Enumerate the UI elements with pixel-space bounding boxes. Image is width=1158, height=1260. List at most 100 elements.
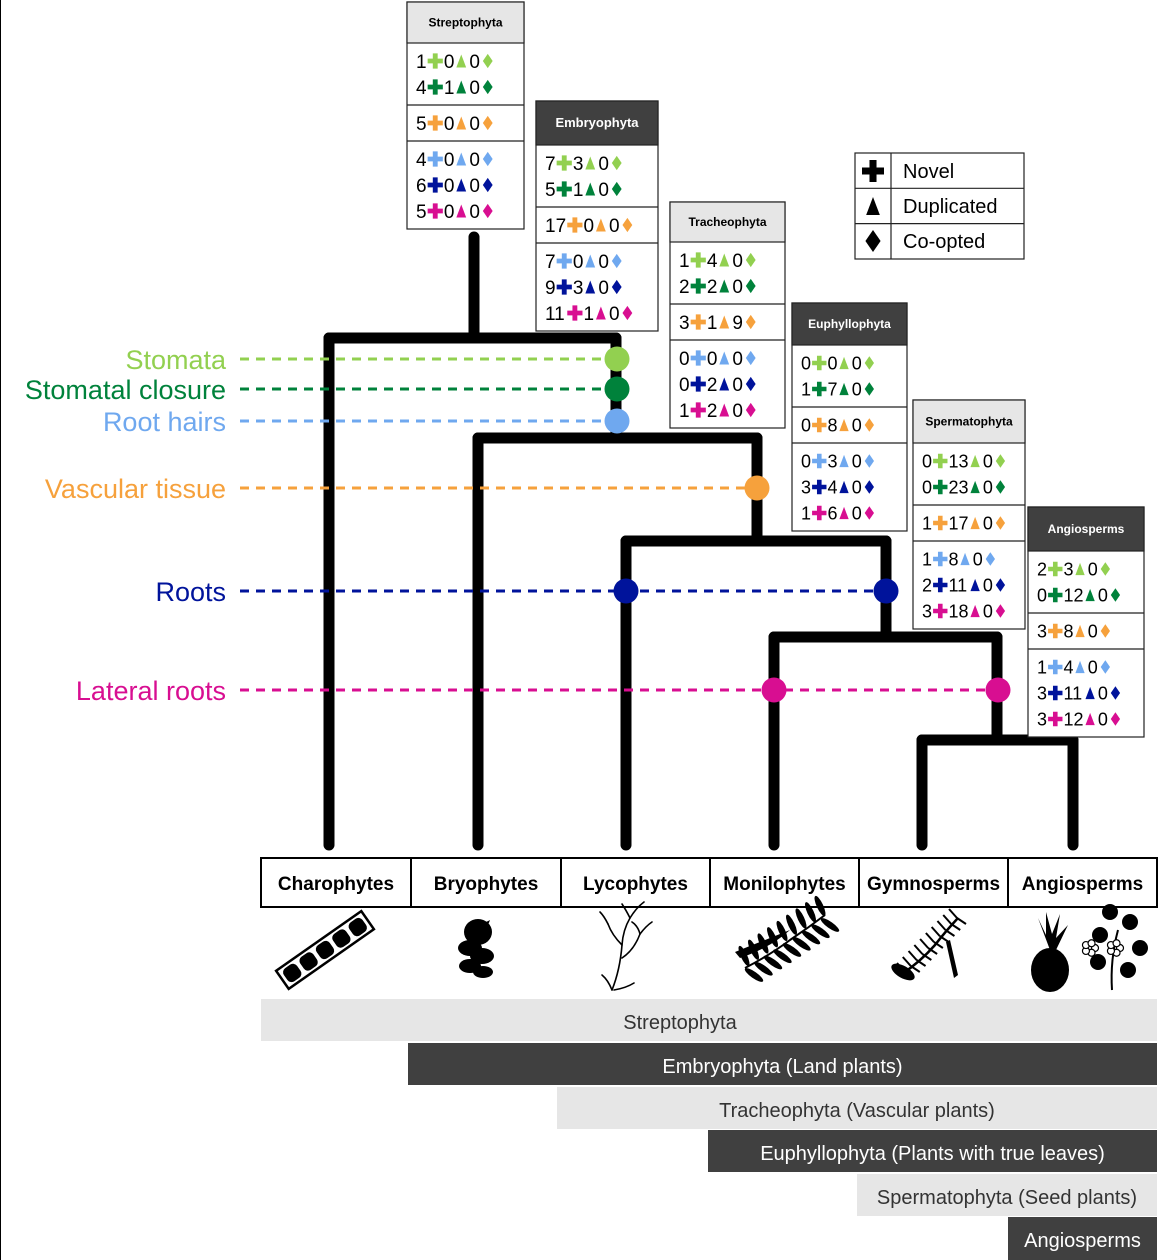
conifer-needle xyxy=(907,950,918,961)
filament-cell xyxy=(299,952,318,971)
coopted-count: 0 xyxy=(732,251,743,272)
coopted-count: 0 xyxy=(983,451,993,471)
conifer-needle xyxy=(910,965,921,973)
conifer-needle xyxy=(925,932,935,943)
novel-count: 7 xyxy=(545,252,556,273)
coopted-diamond-icon xyxy=(864,480,874,494)
clade-bar xyxy=(708,1130,1157,1172)
gene-box-header xyxy=(912,399,1026,444)
duplicated-count: 1 xyxy=(583,304,594,325)
duplicated-triangle-icon xyxy=(585,156,596,170)
duplicated-count: 17 xyxy=(948,513,968,533)
duplicated-triangle-icon xyxy=(839,418,849,432)
novel-plus-icon xyxy=(690,278,706,294)
duplicated-count: 8 xyxy=(827,415,837,435)
novel-count: 1 xyxy=(416,52,427,73)
novel-plus-icon xyxy=(862,160,884,182)
clade-bar-3: Tracheophyta (Vascular plants) xyxy=(557,1087,1157,1129)
novel-count: 4 xyxy=(416,78,427,99)
phylogenetic-tree xyxy=(323,231,1079,851)
novel-count: 3 xyxy=(1037,709,1047,729)
herb-leaf xyxy=(1132,940,1148,956)
duplicated-triangle-icon xyxy=(719,403,730,417)
duplicated-triangle-icon xyxy=(719,351,730,365)
novel-plus-icon xyxy=(690,402,706,418)
conifer-needle xyxy=(933,941,944,949)
coopted-diamond-icon xyxy=(611,155,622,171)
novel-count: 1 xyxy=(922,549,932,569)
clade-bar-2: Embryophyta (Land plants) xyxy=(408,1043,1157,1085)
trait-origin-dot xyxy=(604,408,630,434)
novel-plus-icon xyxy=(427,177,443,193)
novel-plus-icon xyxy=(933,479,948,495)
duplicated-triangle-icon xyxy=(970,578,980,592)
coopted-diamond-icon xyxy=(1110,588,1121,602)
coopted-count: 0 xyxy=(1098,585,1108,605)
coopted-diamond-icon xyxy=(611,181,622,197)
novel-count: 3 xyxy=(1037,683,1047,703)
coopted-count: 0 xyxy=(469,202,480,223)
novel-plus-icon xyxy=(812,453,827,469)
coopted-count: 0 xyxy=(852,353,862,373)
filament-cell xyxy=(348,917,367,937)
novel-plus-icon xyxy=(933,515,948,531)
duplicated-count: 2 xyxy=(707,375,718,396)
trait-label: Vascular tissue xyxy=(45,474,226,504)
coopted-count: 0 xyxy=(469,52,480,73)
trait-roots: Roots xyxy=(155,577,899,607)
novel-plus-icon xyxy=(933,453,948,469)
legend-label: Duplicated xyxy=(903,196,998,218)
novel-plus-icon xyxy=(690,350,706,366)
clade-bar-1: Streptophyta xyxy=(261,999,1157,1041)
coopted-diamond-icon xyxy=(985,552,995,566)
coopted-diamond-icon xyxy=(611,253,622,269)
duplicated-triangle-icon xyxy=(456,80,467,94)
clade-label: Streptophyta xyxy=(623,1012,737,1034)
trait-label: Root hairs xyxy=(103,407,226,437)
clade-label: Embryophyta (Land plants) xyxy=(662,1056,902,1078)
coopted-diamond-icon xyxy=(995,454,1006,468)
coopted-count: 0 xyxy=(469,150,480,171)
gene-box-title: Angiosperms xyxy=(1048,522,1125,536)
clade-label: Angiosperms xyxy=(1024,1230,1141,1252)
novel-plus-icon xyxy=(812,417,827,433)
novel-plus-icon xyxy=(1048,659,1063,675)
moss-leaf xyxy=(470,948,494,964)
coopted-count: 0 xyxy=(973,549,983,569)
novel-count: 9 xyxy=(545,278,556,299)
coopted-diamond-icon xyxy=(995,516,1006,530)
duplicated-triangle-icon xyxy=(839,454,849,468)
coopted-count: 0 xyxy=(469,78,480,99)
novel-plus-icon xyxy=(1048,711,1063,727)
novel-plus-icon xyxy=(1048,587,1063,603)
moss-leaf xyxy=(473,966,493,978)
filament-cell xyxy=(315,940,335,960)
duplicated-triangle-icon xyxy=(839,506,849,520)
novel-count: 0 xyxy=(679,375,690,396)
duplicated-triangle-icon xyxy=(1085,686,1095,700)
duplicated-count: 1 xyxy=(573,180,584,201)
conifer-needle xyxy=(919,938,929,949)
novel-plus-icon xyxy=(690,252,706,268)
coopted-diamond-icon xyxy=(745,350,756,366)
novel-count: 1 xyxy=(801,503,811,523)
fern-pinna xyxy=(792,936,811,951)
conifer-needle xyxy=(939,935,950,943)
novel-count: 1 xyxy=(1037,657,1047,677)
novel-plus-icon xyxy=(567,217,583,233)
coopted-count: 9 xyxy=(732,313,743,334)
legend-label: Novel xyxy=(903,161,954,183)
coopted-count: 0 xyxy=(1088,559,1098,579)
fern-pinna xyxy=(763,955,783,970)
novel-count: 2 xyxy=(922,575,932,595)
coopted-diamond-icon xyxy=(745,402,756,418)
